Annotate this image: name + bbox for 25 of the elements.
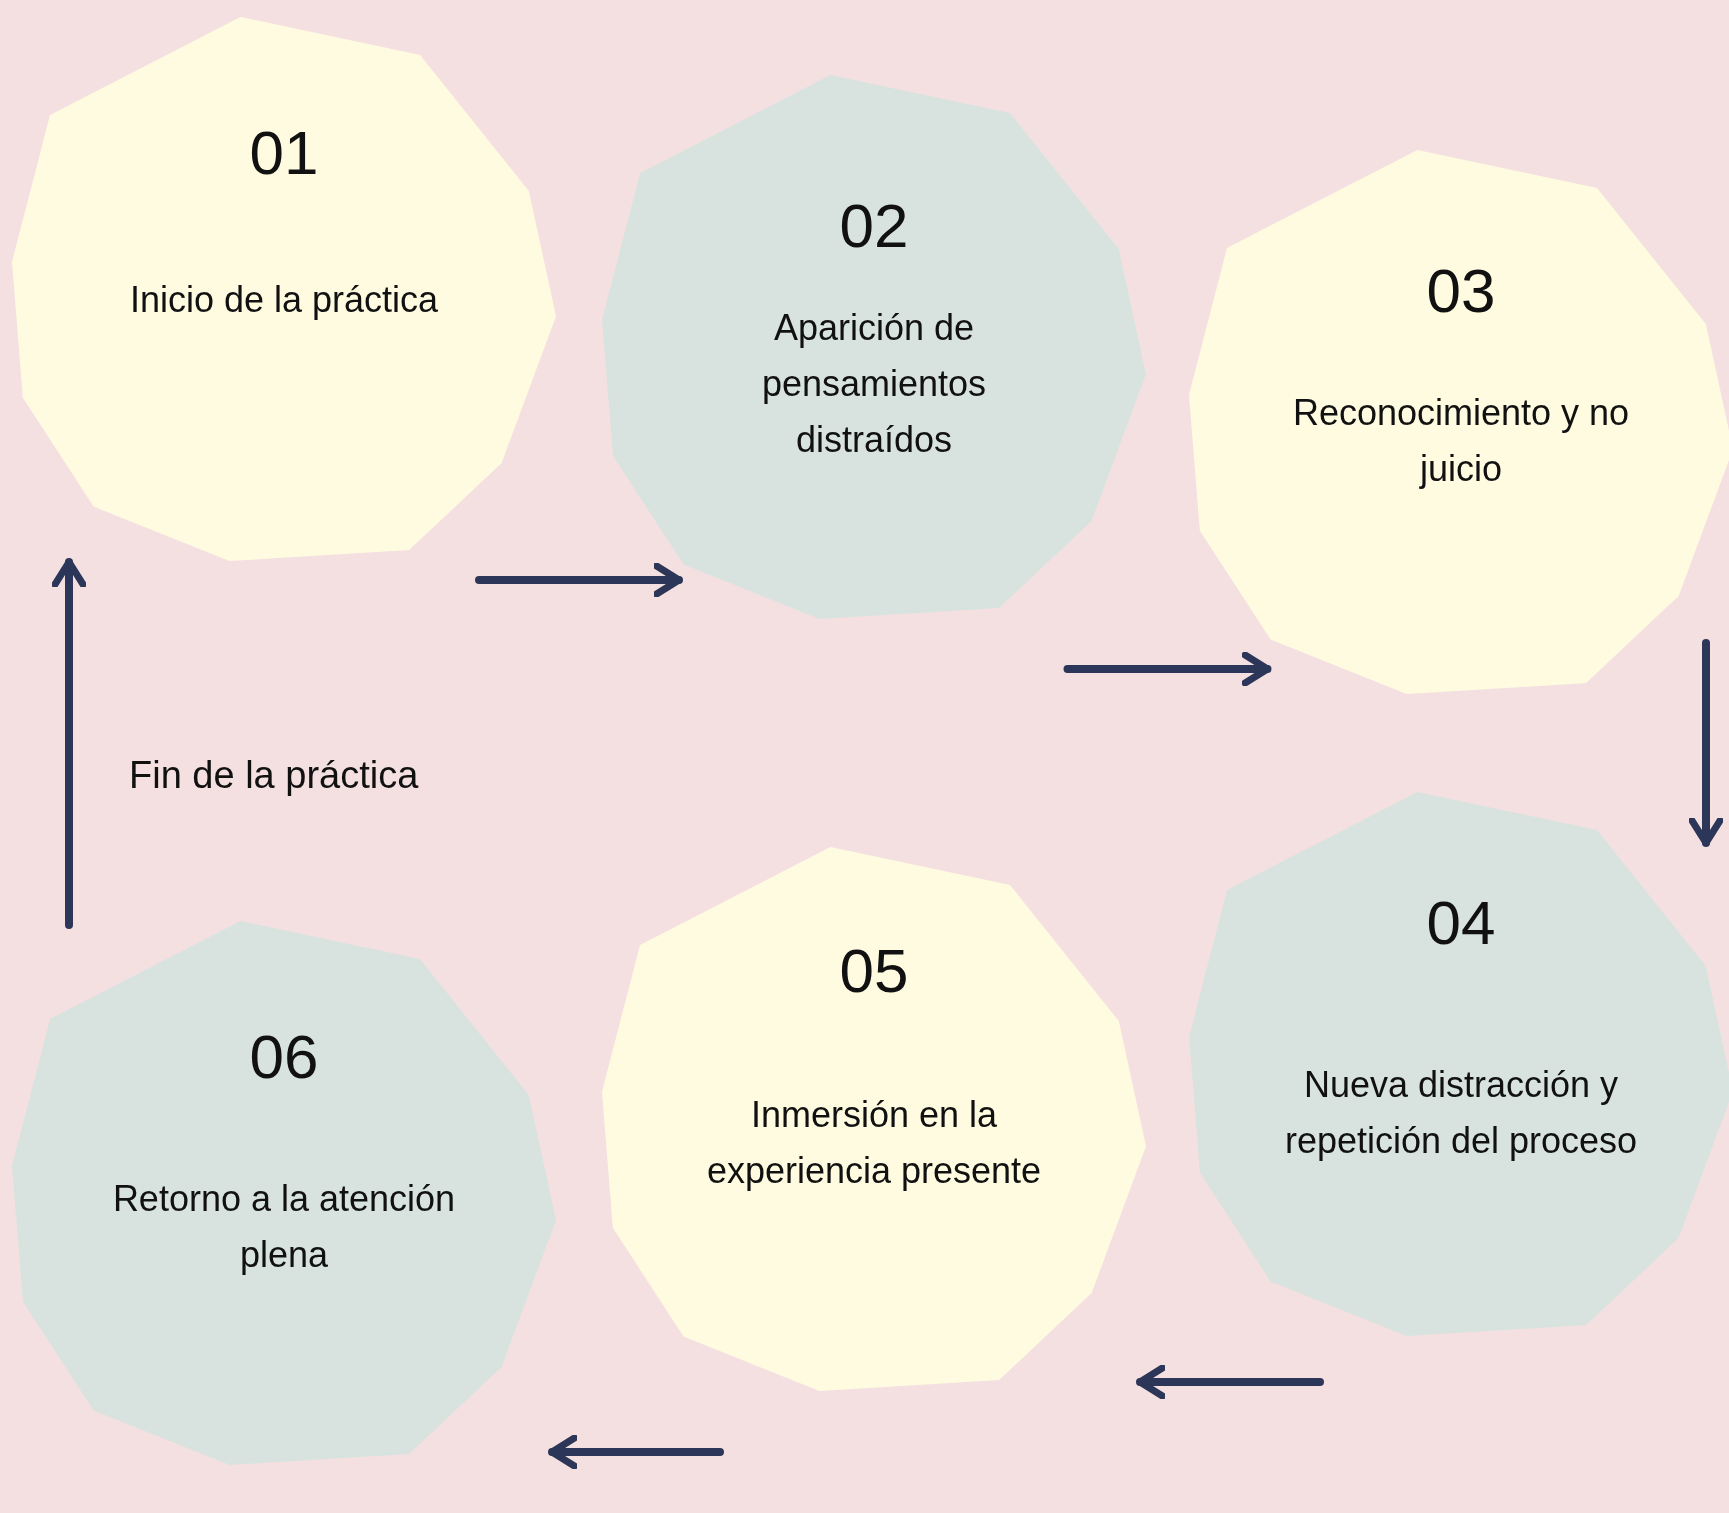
arrow — [548, 1434, 724, 1470]
step-text: Aparición de pensamientos distraídos — [760, 306, 988, 462]
step-number: 02 — [839, 190, 909, 261]
step-text: Nueva distracción y repetición del proceso — [1283, 1063, 1639, 1163]
step-blob — [602, 847, 1146, 1391]
step-blob — [602, 75, 1146, 619]
step-blob — [12, 17, 556, 561]
step-text: Inmersión en la experiencia presente — [705, 1093, 1043, 1193]
edge-label: Fin de la práctica — [129, 753, 419, 797]
arrow — [1063, 651, 1272, 687]
step-number: 04 — [1426, 887, 1496, 958]
step-blob — [12, 921, 556, 1465]
step-text: Retorno a la atención plena — [111, 1177, 457, 1277]
step-number: 06 — [249, 1021, 319, 1092]
arrow — [51, 558, 87, 929]
step-blob — [1189, 792, 1729, 1336]
step-number: 01 — [249, 117, 319, 188]
step-number: 03 — [1426, 255, 1496, 326]
step-number: 05 — [839, 935, 909, 1006]
step-text: Inicio de la práctica — [129, 278, 439, 322]
step-text: Reconocimiento y no juicio — [1291, 391, 1631, 491]
arrow — [1136, 1364, 1324, 1400]
arrow — [1688, 639, 1724, 847]
step-blob — [1189, 150, 1729, 694]
arrow — [475, 562, 683, 598]
